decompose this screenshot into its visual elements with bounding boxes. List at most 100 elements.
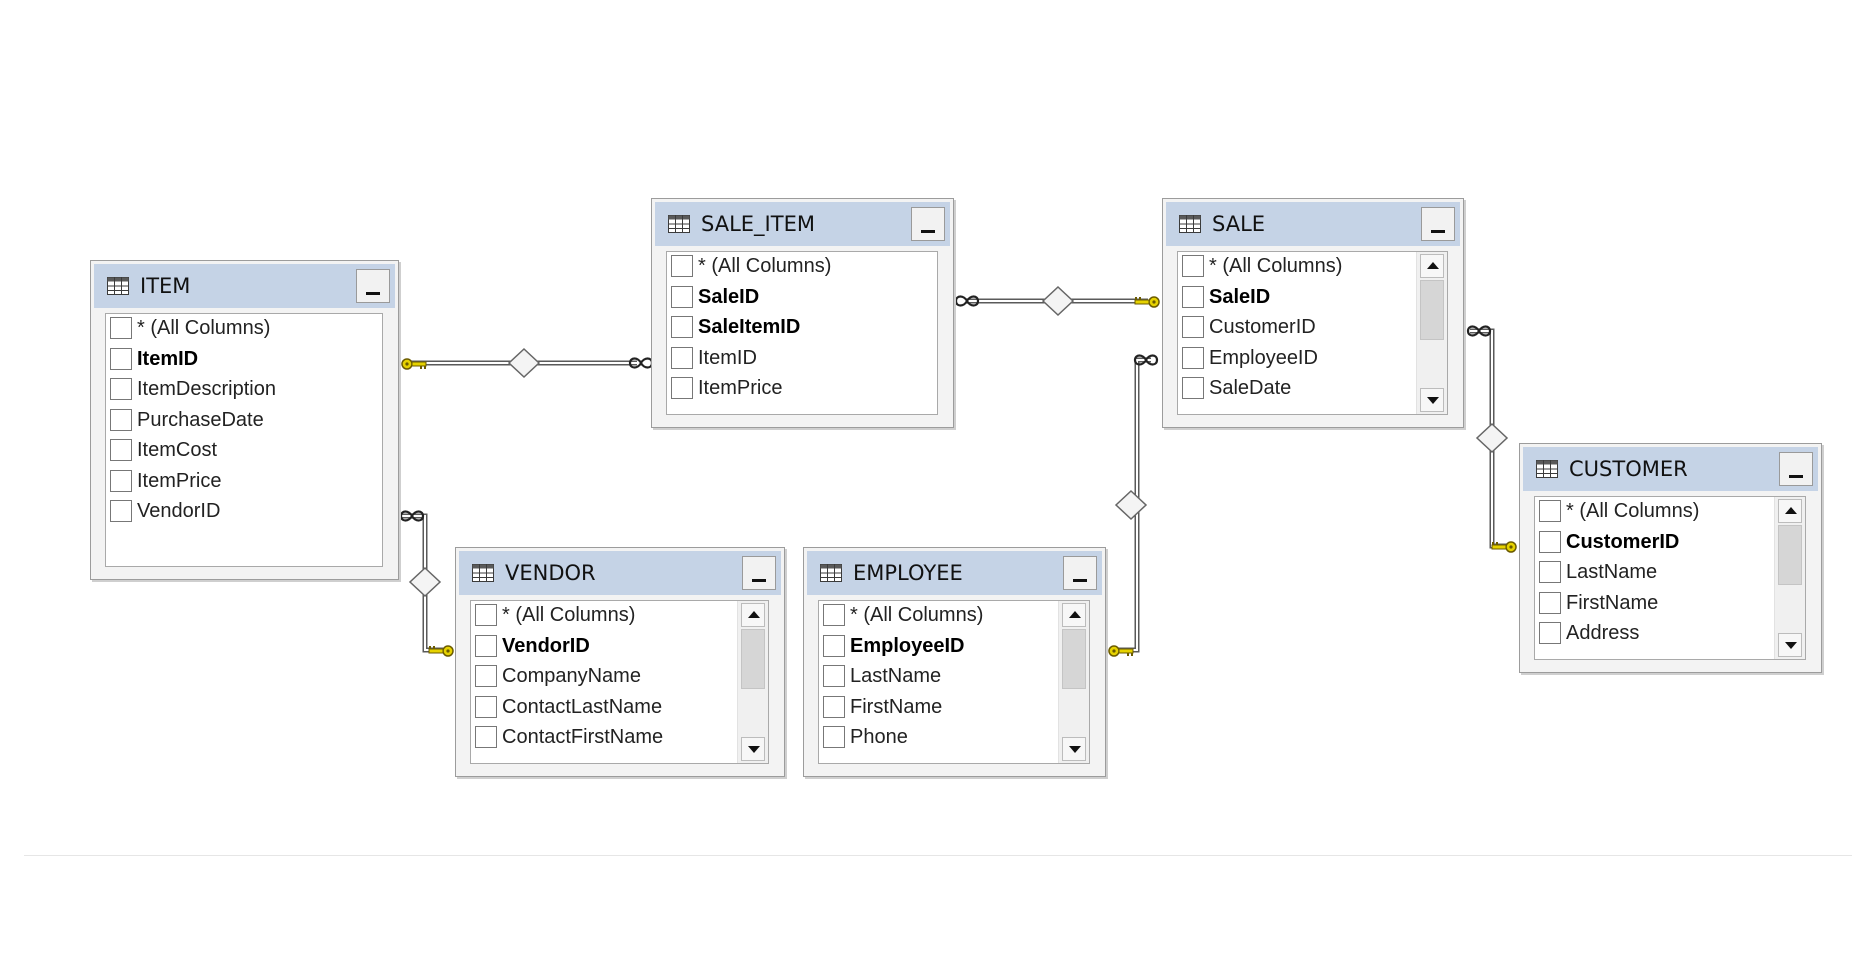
scroll-up-button[interactable] [1420,254,1444,278]
column-row[interactable]: SaleDate [1178,374,1447,405]
column-checkbox[interactable] [823,604,845,626]
column-checkbox[interactable] [1182,285,1204,308]
column-checkbox[interactable] [823,665,845,687]
table-header[interactable]: ITEM [94,264,395,308]
column-row[interactable]: SaleID [1178,283,1447,314]
scroll-thumb[interactable] [1420,280,1444,340]
column-row[interactable]: ItemID [106,345,382,376]
scroll-up-button[interactable] [1062,603,1086,627]
column-checkbox[interactable] [671,255,693,277]
column-row[interactable]: VendorID [106,497,382,528]
column-checkbox[interactable] [475,634,497,657]
column-row[interactable]: * (All Columns) [1535,497,1805,528]
column-checkbox[interactable] [1539,500,1561,522]
column-checkbox[interactable] [475,665,497,687]
vertical-scrollbar[interactable] [1058,601,1089,763]
table-header[interactable]: SALE_ITEM [655,202,950,246]
column-row[interactable]: SaleItemID [667,313,937,344]
column-checkbox[interactable] [110,500,132,522]
column-row[interactable]: * (All Columns) [819,601,1089,632]
column-checkbox[interactable] [475,695,497,718]
column-row[interactable]: LastName [1535,558,1805,589]
column-row[interactable]: Address [1535,619,1805,650]
column-checkbox[interactable] [671,316,693,338]
column-row[interactable]: SaleID [667,283,937,314]
column-row[interactable]: * (All Columns) [667,252,937,283]
scroll-thumb[interactable] [741,629,765,689]
column-row[interactable]: ItemCost [106,436,382,467]
vertical-scrollbar[interactable] [1416,252,1447,414]
table-header[interactable]: SALE [1166,202,1460,246]
column-checkbox[interactable] [1182,377,1204,399]
scroll-down-button[interactable] [1778,633,1802,657]
minimize-button[interactable] [911,207,945,241]
scroll-thumb[interactable] [1778,525,1802,585]
scroll-up-button[interactable] [741,603,765,627]
column-row[interactable]: ItemDescription [106,375,382,406]
column-checkbox[interactable] [1182,255,1204,277]
column-checkbox[interactable] [823,634,845,657]
column-checkbox[interactable] [1182,346,1204,369]
column-checkbox[interactable] [1539,622,1561,644]
column-checkbox[interactable] [1539,591,1561,614]
column-checkbox[interactable] [110,408,132,431]
column-row[interactable]: CustomerID [1535,528,1805,559]
column-row[interactable]: FirstName [819,693,1089,724]
column-row[interactable]: CompanyName [471,662,768,693]
column-checkbox[interactable] [110,439,132,461]
table-header[interactable]: VENDOR [459,551,781,595]
table-header[interactable]: CUSTOMER [1523,447,1818,491]
column-checkbox[interactable] [110,469,132,492]
column-row[interactable]: ItemPrice [667,374,937,405]
column-row[interactable]: ContactLastName [471,693,768,724]
column-checkbox[interactable] [1539,530,1561,553]
vertical-scrollbar[interactable] [1774,497,1805,659]
column-checkbox[interactable] [1539,561,1561,583]
column-row[interactable]: CustomerID [1178,313,1447,344]
scroll-up-button[interactable] [1778,499,1802,523]
scroll-down-button[interactable] [741,737,765,761]
column-row[interactable]: Phone [819,723,1089,754]
scroll-down-button[interactable] [1062,737,1086,761]
vertical-scrollbar[interactable] [737,601,768,763]
scroll-down-button[interactable] [1420,388,1444,412]
column-checkbox[interactable] [1182,316,1204,338]
column-row[interactable]: ItemID [667,344,937,375]
column-checkbox[interactable] [110,317,132,339]
column-row[interactable]: * (All Columns) [106,314,382,345]
column-row[interactable]: ContactFirstName [471,723,768,754]
column-checkbox[interactable] [823,695,845,718]
column-checkbox[interactable] [671,285,693,308]
column-checkbox[interactable] [671,377,693,399]
minimize-button[interactable] [1779,452,1813,486]
column-checkbox[interactable] [823,726,845,748]
column-row[interactable]: * (All Columns) [1178,252,1447,283]
column-checkbox[interactable] [475,726,497,748]
column-row[interactable]: EmployeeID [1178,344,1447,375]
minimize-button[interactable] [742,556,776,590]
column-checkbox[interactable] [475,604,497,626]
column-row[interactable]: LastName [819,662,1089,693]
minimize-button[interactable] [1063,556,1097,590]
table-header[interactable]: EMPLOYEE [807,551,1102,595]
column-checkbox[interactable] [671,346,693,369]
column-checkbox[interactable] [110,378,132,400]
scroll-thumb[interactable] [1062,629,1086,689]
minimize-button[interactable] [356,269,390,303]
column-row[interactable]: EmployeeID [819,632,1089,663]
column-row[interactable]: FirstName [1535,589,1805,620]
column-row[interactable]: * (All Columns) [471,601,768,632]
minimize-button[interactable] [1421,207,1455,241]
column-checkbox[interactable] [110,347,132,370]
column-row[interactable]: PurchaseDate [106,406,382,437]
